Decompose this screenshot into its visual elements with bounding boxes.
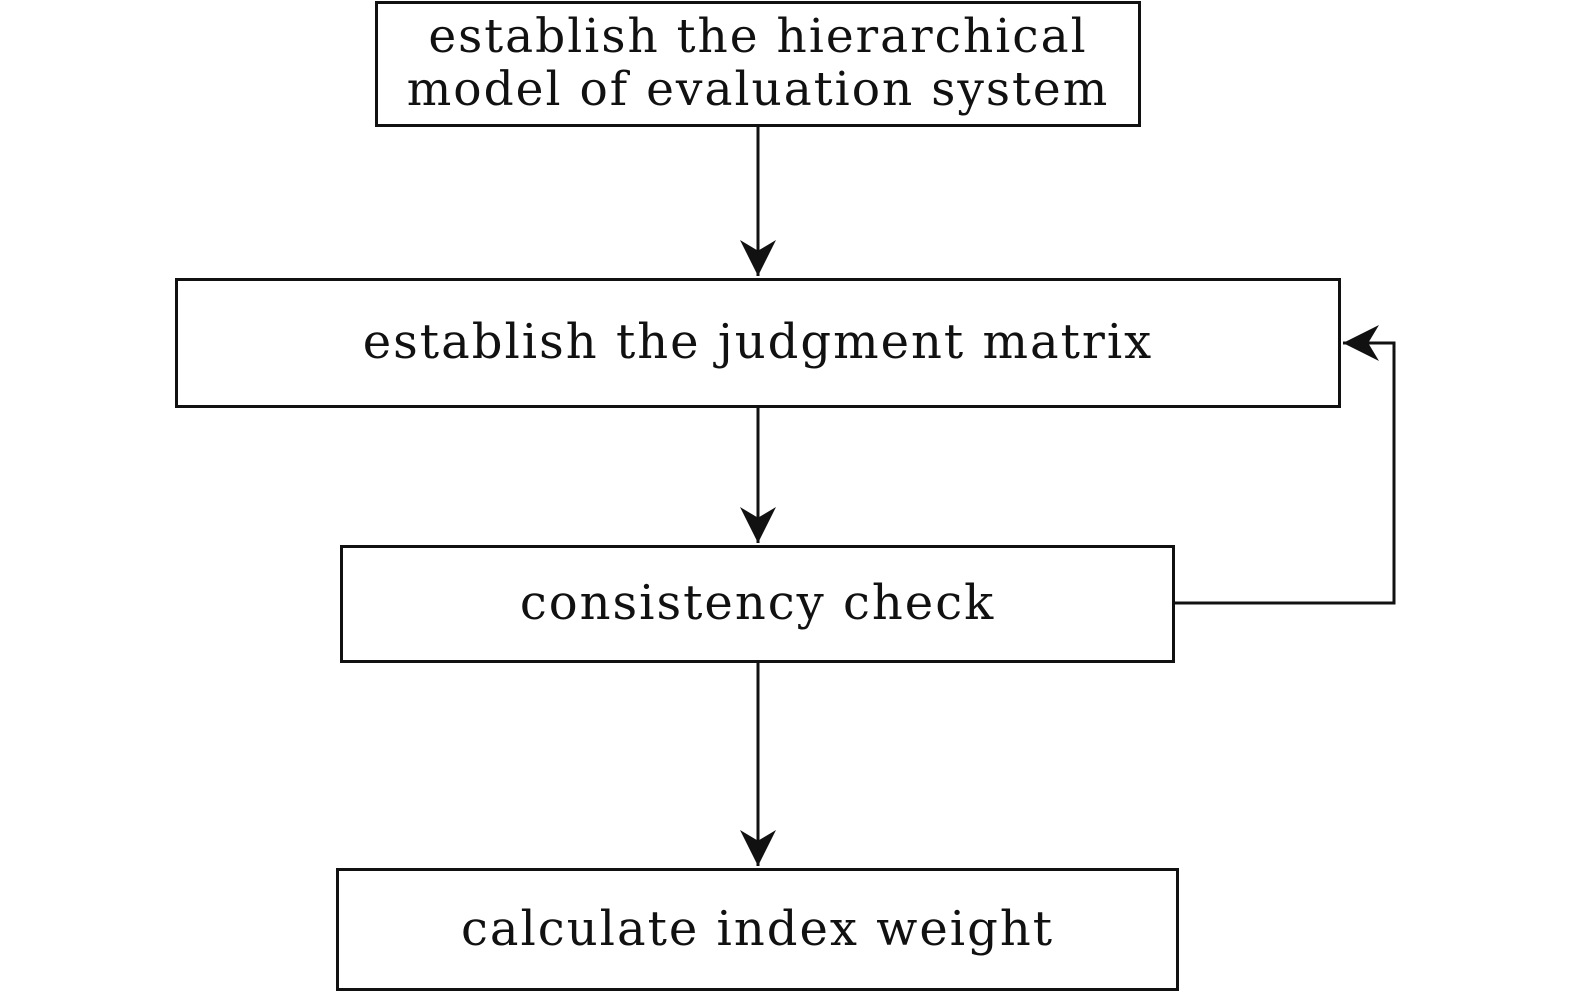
step-label: establish the judgment matrix	[362, 314, 1154, 371]
step-establish-hierarchical-model: establish the hierarchical model of eval…	[375, 1, 1141, 127]
step-label: calculate index weight	[460, 900, 1055, 957]
step-label: establish the hierarchical model of eval…	[407, 11, 1110, 116]
step-consistency-check: consistency check	[340, 545, 1175, 663]
step-label-line: model of evaluation system	[406, 62, 1110, 117]
arrow-feedback-check-to-matrix	[1175, 325, 1396, 605]
step-label-line: establish the hierarchical	[428, 9, 1088, 65]
step-establish-judgment-matrix: establish the judgment matrix	[175, 278, 1341, 408]
step-calculate-index-weight: calculate index weight	[336, 868, 1179, 991]
step-label: consistency check	[519, 575, 996, 632]
